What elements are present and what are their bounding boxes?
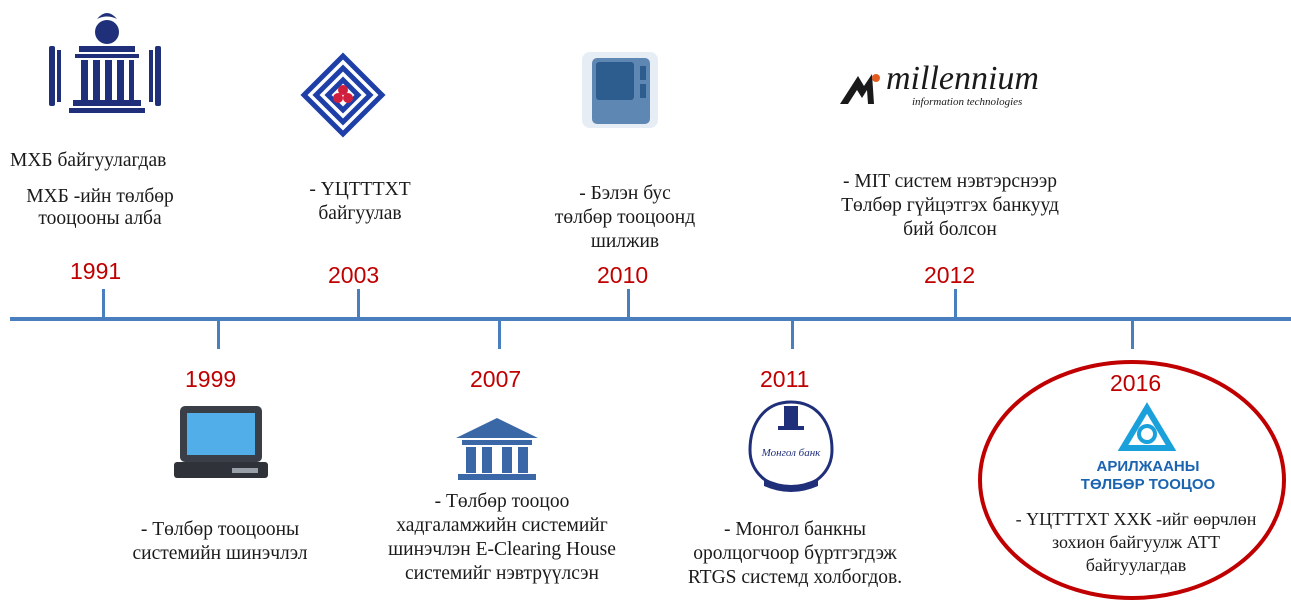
event-2003-line-1: - ҮЦТТТХТ xyxy=(309,179,411,200)
att-logo-mark xyxy=(1117,402,1177,451)
event-2011-line-3: RTGS системд холбогдов. xyxy=(687,567,903,588)
event-1991-line-1: МХБ байгуулагдав xyxy=(10,150,167,171)
tick-2011 xyxy=(791,319,794,349)
tick-1991 xyxy=(102,289,105,319)
event-2003-text: - ҮЦТТТХТ байгуулав xyxy=(260,178,460,226)
year-label-1991: 1991 xyxy=(70,258,122,284)
event-2011-line-2: оролцогчоор бүртгэгдэж xyxy=(693,543,897,564)
event-2007-line-2: хадгаламжийн системийг xyxy=(396,515,608,536)
tick-2003 xyxy=(357,289,360,319)
event-1999-text: - Төлбөр тооцооны системийн шинэчлэл xyxy=(110,518,330,566)
att-logo-line-2: ТӨЛБӨР ТООЦОО xyxy=(1080,476,1216,493)
card-terminal-icon xyxy=(582,52,658,128)
event-2007-line-3: шинэчлэн E-Clearing House xyxy=(388,539,616,560)
event-2011-text: - Монгол банкны оролцогчоор бүртгэгдэж R… xyxy=(665,518,925,590)
event-2007-line-4: системийг нэвтрүүлсэн xyxy=(405,563,599,584)
timeline-axis xyxy=(10,317,1291,321)
year-label-2007: 2007 xyxy=(470,366,522,392)
event-2010-line-2: төлбөр тооцоонд xyxy=(554,207,696,228)
event-2011-line-1: - Монгол банкны xyxy=(723,519,867,540)
millennium-logo-name: millennium xyxy=(886,60,1039,97)
event-2016-line-3: байгуулагдав xyxy=(1085,555,1187,575)
event-2016-line-1: - ҮЦТТТХТ ХХК -ийг өөрчлөн xyxy=(1015,509,1257,529)
event-2007-text: - Төлбөр тооцоо хадгаламжийн системийг ш… xyxy=(362,490,642,586)
laptop-icon xyxy=(174,406,268,478)
event-2016-text: - ҮЦТТТХТ ХХК -ийг өөрчлөн зохион байгуу… xyxy=(990,508,1282,577)
year-label-2010: 2010 xyxy=(597,262,649,288)
year-label-1999: 1999 xyxy=(185,366,237,392)
tick-2016 xyxy=(1131,319,1134,349)
year-label-2016: 2016 xyxy=(1110,370,1162,396)
millennium-logo-mark xyxy=(840,74,880,104)
event-1999-line-1: - Төлбөр тооцооны xyxy=(140,519,300,540)
year-label-2011: 2011 xyxy=(760,366,810,392)
mongolbank-seal-logo: Монгол банк xyxy=(748,400,834,492)
year-label-2003: 2003 xyxy=(328,262,380,288)
event-2010-text: - Бэлэн бус төлбөр тооцоонд шилжив xyxy=(515,182,735,254)
event-2003-line-2: байгуулав xyxy=(318,203,402,224)
diamond-logo xyxy=(300,52,386,138)
tick-2007 xyxy=(498,319,501,349)
event-1991-line-2: МХБ -ийн төлбөр xyxy=(26,186,174,207)
tick-2012 xyxy=(954,289,957,319)
tick-1999 xyxy=(217,319,220,349)
bank-building-icon xyxy=(456,418,538,480)
event-2012-line-2: Төлбөр гүйцэтгэх банкууд xyxy=(841,195,1059,216)
event-1991-text: МХБ байгуулагдав МХБ -ийн төлбөр тооцоон… xyxy=(10,150,190,230)
event-2012-text: - MIT систем нэвтэрснээр Төлбөр гүйцэтгэ… xyxy=(820,170,1080,242)
event-2010-line-3: шилжив xyxy=(590,231,660,252)
event-2010-line-1: - Бэлэн бус xyxy=(579,183,671,204)
event-2012-line-3: бий болсон xyxy=(903,219,997,240)
event-1999-line-2: системийн шинэчлэл xyxy=(132,543,308,564)
millennium-logo-subtitle: information technologies xyxy=(912,96,1023,108)
event-1991-line-3: тооцооны алба xyxy=(38,208,162,229)
event-2007-line-1: - Төлбөр тооцоо xyxy=(434,491,570,512)
event-2012-line-1: - MIT систем нэвтэрснээр xyxy=(842,171,1057,192)
mongolbank-building-logo xyxy=(49,13,161,113)
att-logo-line-1: АРИЛЖААНЫ xyxy=(1096,458,1200,475)
seal-logo-text: Монгол банк xyxy=(761,447,822,459)
year-label-2012: 2012 xyxy=(924,262,976,288)
tick-2010 xyxy=(627,289,630,319)
event-2016-line-2: зохион байгуулж АТТ xyxy=(1051,532,1221,552)
